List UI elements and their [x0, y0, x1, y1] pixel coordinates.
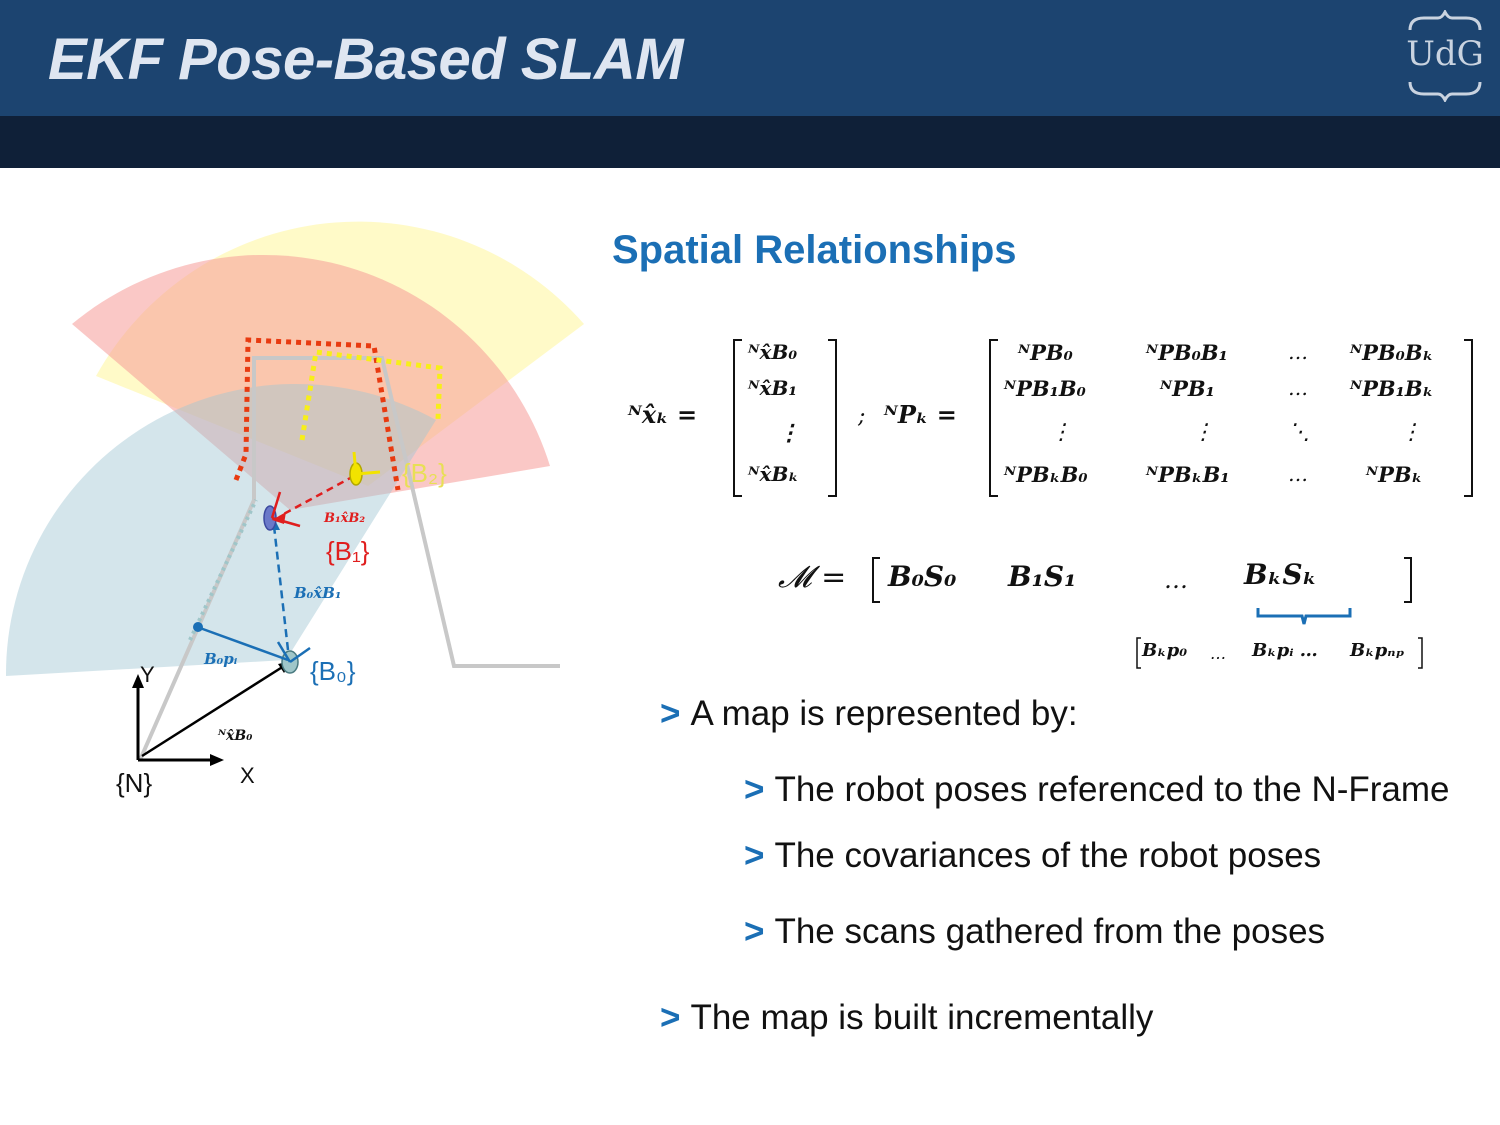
axis-y-label: Y	[140, 662, 155, 687]
pk-cell-1-3: ᴺPB₁Bₖ	[1350, 376, 1434, 401]
pk-cell-0-0: ᴺPB₀	[1018, 340, 1073, 365]
map-entry-2: …	[1164, 566, 1188, 594]
slide-header	[0, 0, 1500, 116]
pk-bracket	[989, 339, 1473, 497]
xk-entry-0: ᴺx̂B₀	[748, 340, 798, 364]
pk-lhs: ᴺPₖ =	[884, 400, 957, 429]
scan-entry-2: Bₖpᵢ …	[1252, 640, 1318, 661]
equation-separator: ;	[858, 404, 866, 429]
bullet-covariances: >The covariances of the robot poses	[744, 836, 1321, 876]
pk-cell-0-1: ᴺPB₀B₁	[1146, 340, 1228, 365]
pose-b0-label: ᴺx̂B₀	[217, 728, 252, 744]
pk-cell-3-3: ᴺPBₖ	[1366, 462, 1423, 487]
frame-b2-label: {B₂}	[402, 458, 447, 488]
xk-entry-2: ⋮	[778, 420, 800, 446]
bullet-scans: >The scans gathered from the poses	[744, 912, 1325, 952]
xk-entry-1: ᴺx̂B₁	[748, 376, 798, 400]
slide-title: EKF Pose-Based SLAM	[48, 27, 684, 92]
pk-cell-1-2: …	[1288, 376, 1308, 400]
bullet-text: The scans gathered from the poses	[774, 912, 1326, 951]
bullet-incremental: >The map is built incrementally	[660, 998, 1153, 1038]
yellow-scan	[299, 349, 443, 441]
map-entry-1: B₁S₁	[1008, 560, 1077, 593]
pk-cell-2-3: ⋮	[1400, 420, 1422, 445]
bullet-marker: >	[660, 694, 681, 733]
bullet-marker: >	[744, 770, 765, 809]
blue-scan-sector	[5, 383, 436, 676]
map-lhs: 𝓜 =	[778, 560, 847, 595]
bullet-map-representation: >A map is represented by:	[660, 694, 1078, 734]
pk-cell-1-0: ᴺPB₁B₀	[1004, 376, 1086, 401]
frame-b0-label: {B₀}	[310, 656, 356, 686]
scan-entry-1: …	[1210, 644, 1226, 663]
bullet-marker: >	[660, 998, 681, 1037]
bullet-text: The covariances of the robot poses	[774, 836, 1322, 875]
frame-n-label: {N}	[116, 768, 152, 798]
xk-lhs: ᴺx̂ₖ =	[628, 400, 698, 429]
scan-underbrace	[1256, 608, 1352, 625]
map-bracket	[872, 557, 1412, 603]
axis-x-label: X	[240, 763, 255, 788]
red-scan	[233, 337, 401, 491]
section-title: Spatial Relationships	[612, 228, 1017, 272]
pk-cell-2-1: ⋮	[1192, 420, 1214, 445]
pk-cell-2-2: ⋱	[1288, 420, 1310, 445]
scan-entry-3: Bₖpₙₚ	[1350, 640, 1405, 661]
map-entry-3: BₖSₖ	[1244, 558, 1318, 591]
udg-logo	[1408, 10, 1482, 102]
header-band	[0, 116, 1500, 168]
bullet-text: A map is represented by:	[690, 694, 1078, 733]
pk-cell-1-1: ᴺPB₁	[1160, 376, 1215, 401]
logo-text: UdG	[1406, 34, 1484, 74]
b1-b2-label: B₁x̂B₂	[323, 511, 365, 526]
red-scan-sector	[72, 254, 550, 510]
pk-cell-3-1: ᴺPBₖB₁	[1146, 462, 1230, 487]
pk-cell-2-0: ⋮	[1050, 420, 1072, 445]
bullet-robot-poses: >The robot poses referenced to the N-Fra…	[744, 770, 1450, 810]
pk-cell-0-3: ᴺPB₀Bₖ	[1350, 340, 1434, 365]
bullet-marker: >	[744, 836, 765, 875]
bullet-text: The robot poses referenced to the N-Fram…	[774, 770, 1450, 809]
b0-b1-label: B₀x̂B₁	[293, 584, 341, 602]
map-entry-0: B₀S₀	[888, 560, 957, 593]
scan-bracket	[1136, 637, 1423, 669]
b0-pi-label: B₀pᵢ	[203, 650, 238, 668]
slam-figure: {N} Y X {B₀} {B₁} {B₂} ᴺx̂B₀ B₀pᵢ B₀x̂B₁…	[5, 221, 584, 798]
frame-b1-label: {B₁}	[326, 536, 370, 566]
bullet-text: The map is built incrementally	[690, 998, 1154, 1037]
scan-entry-0: Bₖp₀	[1142, 640, 1188, 661]
trajectory	[188, 499, 258, 641]
pk-cell-0-2: …	[1288, 340, 1308, 364]
bullet-marker: >	[744, 912, 765, 951]
pk-cell-3-0: ᴺPBₖB₀	[1004, 462, 1088, 487]
pk-cell-3-2: …	[1288, 462, 1308, 486]
xk-bracket	[733, 339, 837, 497]
xk-entry-3: ᴺx̂Bₖ	[748, 462, 799, 486]
